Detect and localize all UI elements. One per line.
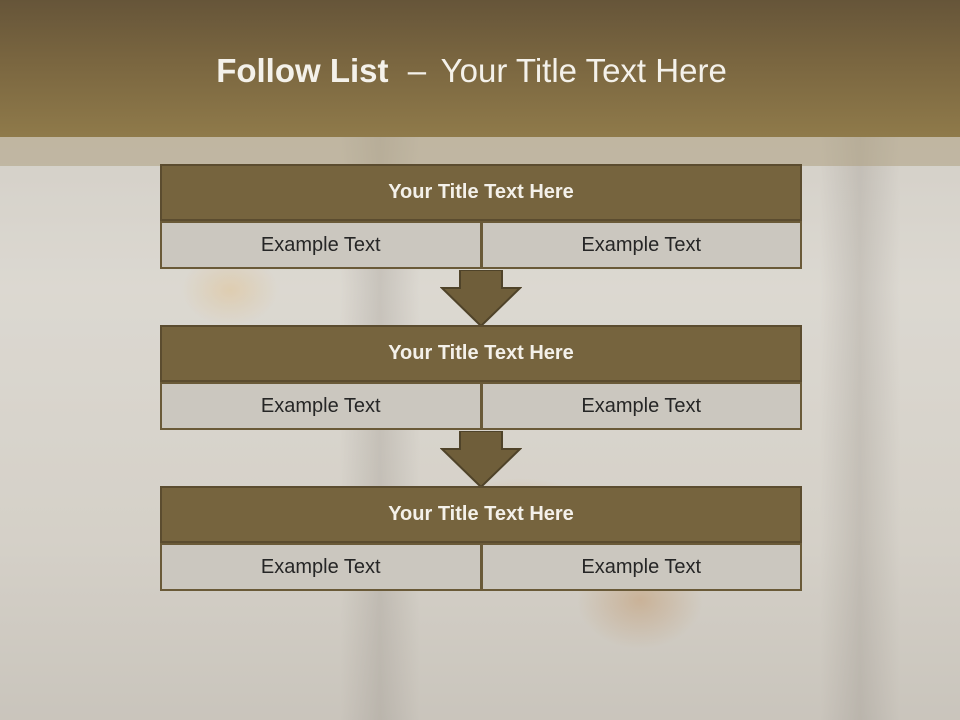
list-box-cell-left: Example Text	[160, 382, 482, 430]
list-box-cell-right: Example Text	[481, 382, 802, 430]
down-arrow-icon	[440, 270, 522, 328]
list-box-cells: Example Text Example Text	[160, 221, 802, 269]
list-box-title: Your Title Text Here	[160, 486, 802, 543]
list-box-3: Your Title Text Here Example Text Exampl…	[160, 486, 802, 591]
list-box-title: Your Title Text Here	[160, 325, 802, 382]
slide-title: Follow List – Your Title Text Here	[0, 52, 943, 90]
slide-title-main: Follow List	[216, 52, 389, 89]
slide-title-rest: Your Title Text Here	[440, 52, 727, 89]
list-box-cell-left: Example Text	[160, 221, 482, 269]
list-box-cell-right: Example Text	[481, 221, 802, 269]
down-arrow-icon	[440, 431, 522, 489]
list-box-1: Your Title Text Here Example Text Exampl…	[160, 164, 802, 269]
slide-title-separator: –	[407, 52, 427, 89]
title-bar	[0, 0, 960, 137]
list-box-2: Your Title Text Here Example Text Exampl…	[160, 325, 802, 430]
list-box-cells: Example Text Example Text	[160, 382, 802, 430]
list-box-cells: Example Text Example Text	[160, 543, 802, 591]
list-box-cell-left: Example Text	[160, 543, 482, 591]
list-box-title: Your Title Text Here	[160, 164, 802, 221]
title-subband	[0, 137, 960, 166]
list-box-cell-right: Example Text	[481, 543, 802, 591]
